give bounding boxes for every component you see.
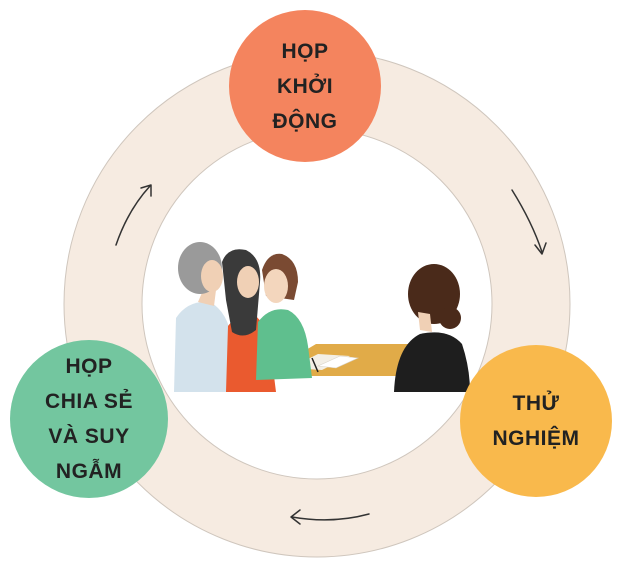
meeting-illustration	[174, 242, 470, 392]
stage-label-line: NGẪM	[55, 460, 123, 483]
person-figure	[174, 301, 234, 392]
stage-share-reflect-meeting: HỌP CHIA SẺ VÀ SUY NGẪM	[10, 340, 168, 498]
person-figure	[418, 312, 432, 332]
paper-sheet	[316, 355, 360, 369]
stage-label-line: HỌP	[65, 355, 113, 378]
stage-label-line: CHIA SẺ	[45, 390, 133, 413]
person-figure	[264, 269, 288, 303]
person-figure	[237, 266, 259, 298]
stage-label-line: NGHIỆM	[492, 427, 580, 450]
person-figure	[201, 260, 223, 292]
stage-kickoff-meeting: HỌP KHỞI ĐỘNG	[229, 10, 381, 162]
pen	[311, 357, 319, 373]
stage-label-line: KHỞI	[276, 74, 334, 98]
stage-trial: THỬ NGHIỆM	[460, 345, 612, 497]
person-figure	[256, 309, 312, 380]
person-figure	[439, 307, 461, 329]
stage-label-line: THỬ	[512, 392, 560, 415]
stage-label-line: VÀ SUY	[48, 425, 130, 448]
person-figure	[394, 332, 470, 392]
arrow-bottom	[290, 509, 370, 525]
arrow-right	[511, 189, 547, 255]
stage-label-line: ĐỘNG	[272, 109, 338, 133]
stage-label-line: HỌP	[281, 39, 329, 63]
arrow-top-left	[115, 184, 152, 246]
